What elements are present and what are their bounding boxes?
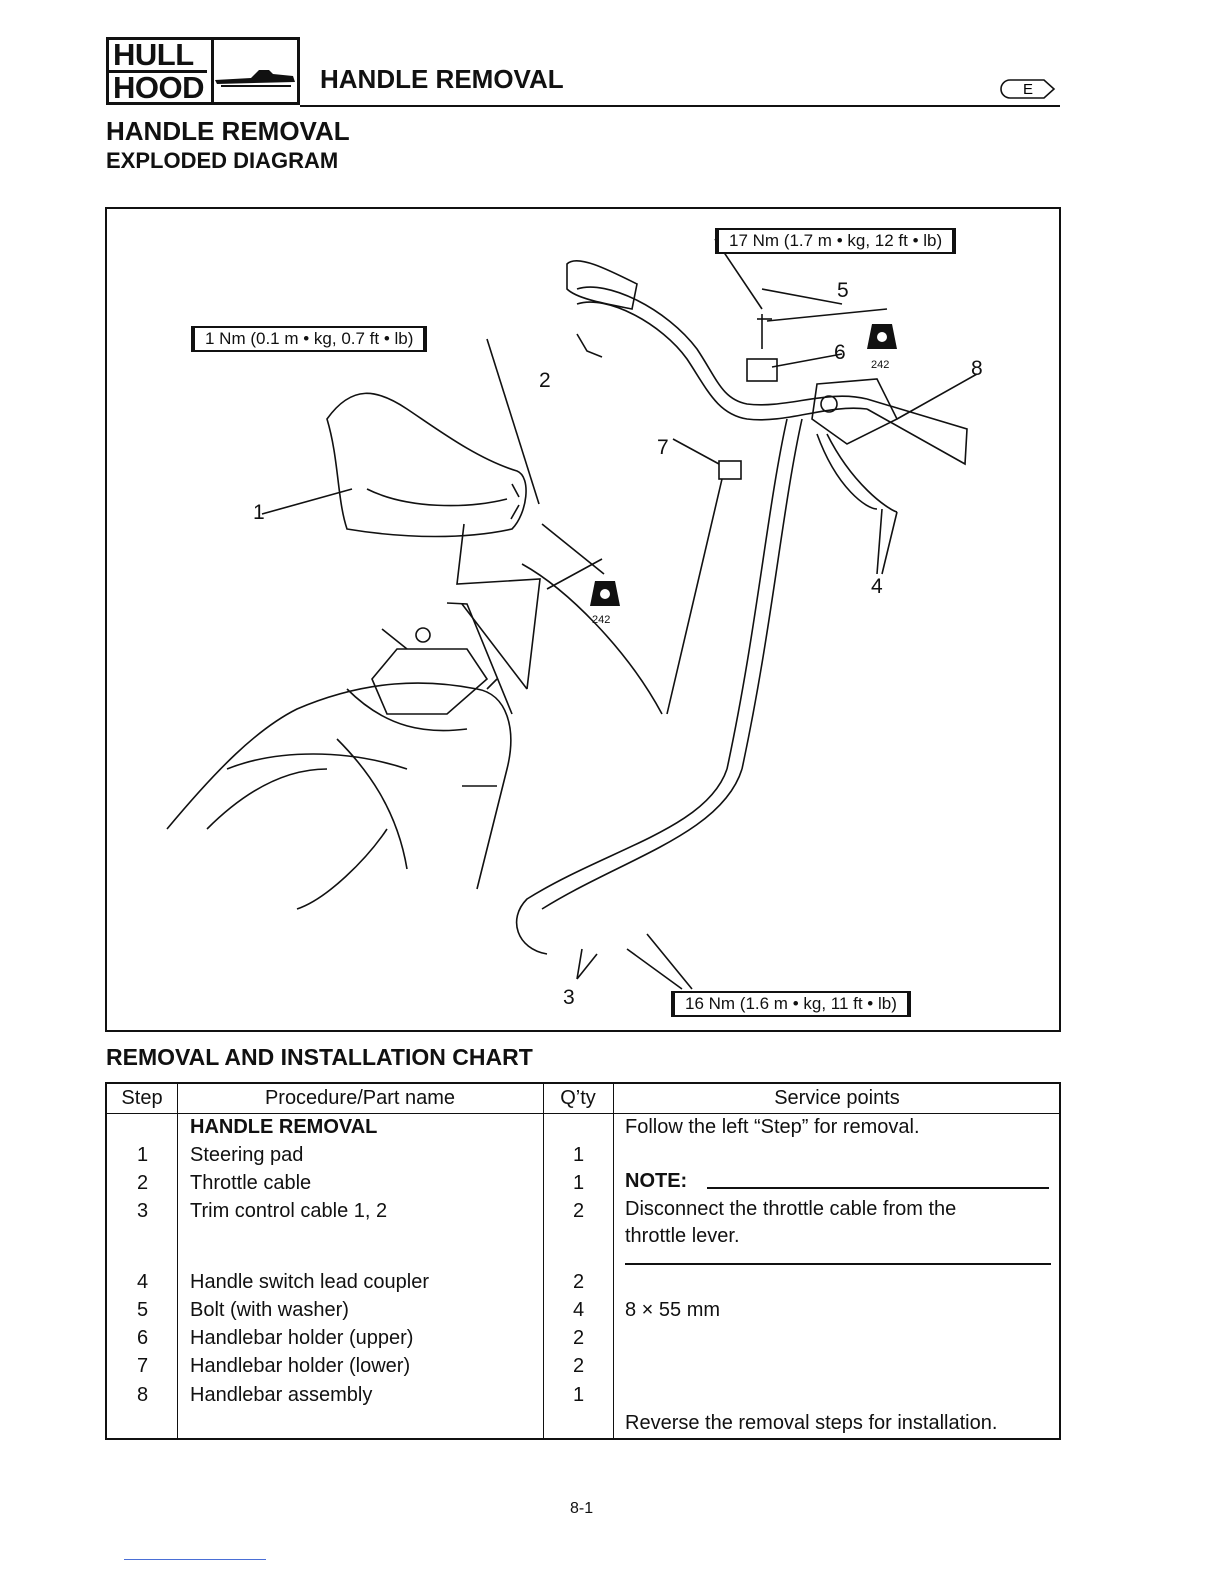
bolt-size: 8 × 55 mm (625, 1299, 721, 1321)
note-rule-bottom (625, 1263, 1051, 1265)
row-part: Handlebar holder (upper) (190, 1327, 414, 1349)
row-part: Bolt (with washer) (190, 1299, 349, 1321)
diagram-drawing (166, 238, 978, 990)
callout-7: 7 (657, 436, 669, 459)
callout-6: 6 (834, 341, 846, 364)
row-step: 3 (137, 1200, 149, 1222)
service-outro: Reverse the removal steps for installati… (625, 1412, 998, 1434)
section-tab-line2: HOOD (113, 70, 205, 105)
row-qty: 1 (573, 1144, 585, 1166)
row-part: Handle switch lead coupler (190, 1271, 430, 1293)
callout-1: 1 (253, 501, 265, 524)
row-part: Handlebar assembly (190, 1384, 373, 1406)
torque-spec-bottom: 16 Nm (1.6 m • kg, 11 ft • lb) (671, 991, 911, 1017)
torque-spec-left: 1 Nm (0.1 m • kg, 0.7 ft • lb) (191, 326, 428, 352)
section-tab-line1: HULL (109, 39, 207, 73)
service-intro: Follow the left “Step” for removal. (625, 1116, 920, 1138)
row-part: Trim control cable 1, 2 (190, 1200, 388, 1222)
header-step: Step (121, 1087, 163, 1109)
row-qty: 2 (573, 1271, 585, 1293)
header-qty: Q’ty (560, 1087, 596, 1109)
page-header-title: HANDLE REMOVAL (320, 64, 564, 94)
row-qty: 2 (573, 1355, 585, 1377)
section-heading: HANDLE REMOVAL (106, 116, 350, 146)
footer-rule (124, 1559, 266, 1560)
header-service: Service points (774, 1087, 900, 1109)
page-number: 8-1 (570, 1500, 594, 1517)
row-qty: 1 (573, 1384, 585, 1406)
section-tab-words: HULL HOOD (109, 39, 214, 105)
row-step: 8 (137, 1384, 149, 1406)
procedure-section-title: HANDLE REMOVAL (190, 1116, 378, 1138)
header-procedure: Procedure/Part name (264, 1087, 456, 1109)
row-qty: 2 (573, 1200, 585, 1222)
row-part: Handlebar holder (lower) (190, 1355, 411, 1377)
note-text-line2: throttle lever. (625, 1225, 740, 1247)
section-subheading: EXPLODED DIAGRAM (106, 148, 339, 173)
chart-heading: REMOVAL AND INSTALLATION CHART (106, 1044, 533, 1070)
callout-2: 2 (539, 369, 551, 392)
callout-5: 5 (837, 279, 849, 302)
loctite-icon-1 (867, 324, 897, 349)
language-badge-label: E (1023, 81, 1033, 98)
callout-3: 3 (563, 986, 575, 1009)
row-part: Throttle cable (190, 1172, 312, 1194)
row-step: 7 (137, 1355, 149, 1377)
row-step: 4 (137, 1271, 149, 1293)
removal-installation-table: Step Procedure/Part name Q’ty Service po… (105, 1082, 1061, 1440)
torque-spec-top: 17 Nm (1.7 m • kg, 12 ft • lb) (715, 228, 957, 254)
row-step: 1 (137, 1144, 149, 1166)
callout-8: 8 (971, 357, 983, 380)
row-step: 5 (137, 1299, 149, 1321)
language-badge: E (1000, 79, 1056, 99)
note-text-line1: Disconnect the throttle cable from the (625, 1198, 957, 1220)
note-rule-top (707, 1187, 1049, 1189)
callout-4: 4 (871, 575, 883, 598)
row-step: 6 (137, 1327, 149, 1349)
watercraft-icon (215, 70, 295, 87)
exploded-diagram: 17 Nm (1.7 m • kg, 12 ft • lb) 1 Nm (0.1… (105, 207, 1061, 1032)
section-tab: HULL HOOD (106, 37, 300, 105)
header-rule (300, 105, 1060, 107)
row-qty: 1 (573, 1172, 585, 1194)
loctite-code-2: 242 (592, 614, 611, 626)
row-step: 2 (137, 1172, 149, 1194)
loctite-icon-2 (590, 581, 620, 606)
loctite-code-1: 242 (871, 359, 890, 371)
row-qty: 4 (573, 1299, 585, 1321)
row-qty: 2 (573, 1327, 585, 1349)
row-part: Steering pad (190, 1144, 304, 1166)
note-label: NOTE: (625, 1170, 688, 1192)
